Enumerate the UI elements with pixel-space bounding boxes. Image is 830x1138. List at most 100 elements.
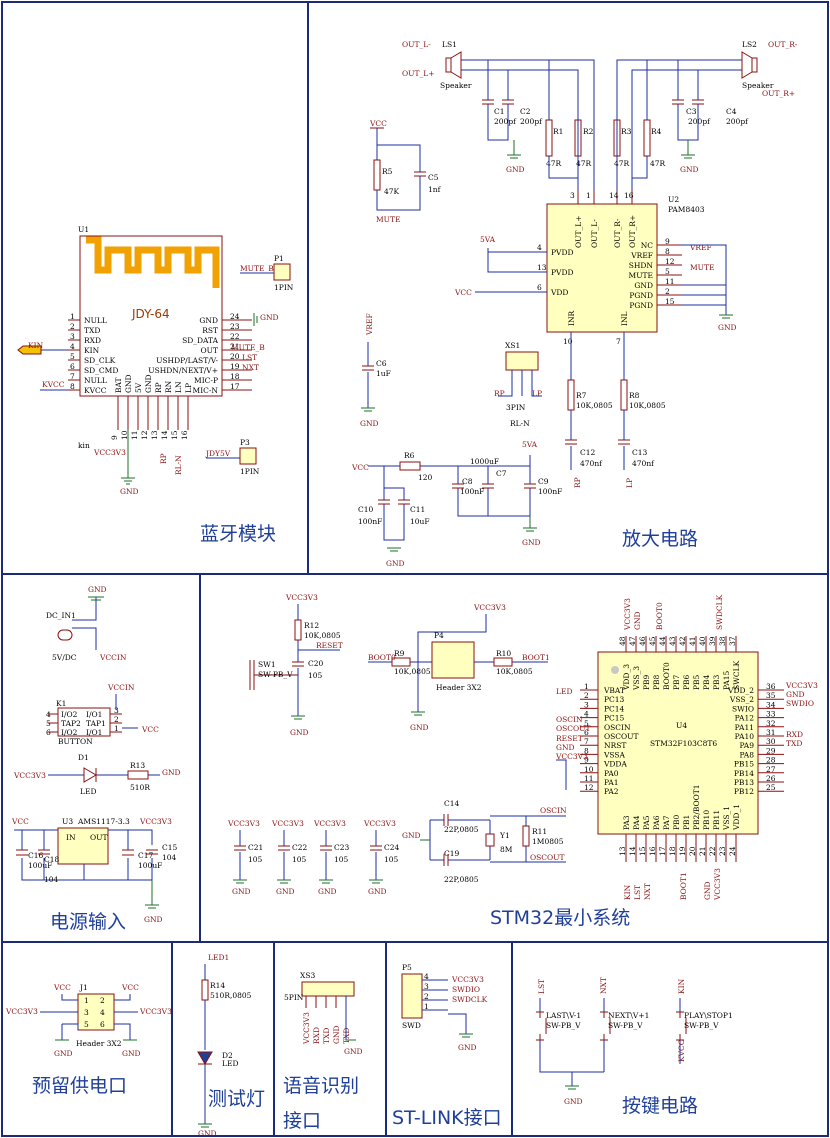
- p1-net-label: MUTE_B: [240, 264, 274, 273]
- c19-val: 22P,0805: [444, 875, 479, 884]
- r7-ref: R7: [576, 391, 587, 400]
- u1-bottom-pin-num: 14: [160, 430, 169, 440]
- gnd-keys: GND: [564, 1097, 583, 1106]
- gnd-xtal: GND: [402, 831, 421, 840]
- decap-vcc3v3: VCC3V3: [313, 819, 346, 828]
- title-voice-line1: 语音识别: [283, 1075, 359, 1097]
- u4-right-net: GND: [786, 690, 805, 699]
- stm32-circuit: VCC3V3 R12 10K,0805 RESET SW1 SW-PB_V C2…: [227, 593, 818, 901]
- u1-left-pin-num: 7: [70, 372, 75, 381]
- xs1-type: 3PIN: [506, 403, 526, 412]
- gnd-u2: GND: [718, 323, 737, 332]
- u4-bottom-pin-num: 13: [618, 846, 627, 856]
- decap-ref: C23: [334, 843, 350, 852]
- c9-ref: C9: [538, 477, 549, 486]
- u4-left-pin-num: 1: [584, 682, 589, 691]
- bluetooth-module: U1 JDY-64 NULL1TXD2RXD3KIN4SD_CLK5SD_CMD…: [17, 225, 294, 496]
- u4-body: [597, 651, 759, 835]
- vref-net-c6: VREF: [365, 313, 374, 336]
- c8-ref: C8: [462, 477, 473, 486]
- vcc3v3-net-j1-right: VCC3V3: [139, 1007, 172, 1016]
- u1-left-pin-num: 8: [70, 382, 75, 391]
- u4-top-net: VCC3V3: [623, 598, 632, 631]
- p5-ref: P5: [402, 963, 412, 972]
- p3-ref: P3: [240, 438, 250, 447]
- r8-body: [620, 379, 628, 411]
- u1-right-pin-name: SD_DATA: [182, 336, 219, 345]
- u4-right-net: SWDIO: [786, 699, 814, 708]
- decap-val: 105: [248, 855, 263, 864]
- u1-bottom-pin-name: RN: [164, 380, 173, 393]
- d2-val: LED: [222, 1059, 238, 1068]
- j1-pin-num: 4: [100, 1008, 105, 1017]
- test-led-circuit: LED1 R14 510R,0805 D2 LED GND: [197, 953, 252, 1138]
- xs3-ref: XS3: [300, 971, 315, 980]
- u1-right-pin-name: MIC-P: [194, 376, 218, 385]
- vcc-net-filter: VCC: [351, 463, 369, 472]
- u4-bottom-pin-num: 20: [688, 846, 697, 856]
- gnd-c12: GND: [506, 165, 525, 174]
- gnd-c10: GND: [386, 559, 405, 568]
- j1-pin-num: 6: [100, 1020, 105, 1029]
- oscout-net-xtal: OSCOUT: [530, 853, 565, 862]
- k1-right-pin-num: 3: [114, 706, 119, 715]
- r7-val: 10K,0805: [576, 401, 613, 410]
- u1-left-pin-name: SD_CLK: [84, 356, 116, 365]
- u4-left-pin-name: PA0: [604, 769, 619, 778]
- d1-type: LED: [80, 787, 96, 796]
- u3-out: OUT: [90, 833, 107, 842]
- c9-val: 100nF: [538, 487, 562, 496]
- rl-n-net-xs1: RL-N: [510, 419, 530, 428]
- u2-right-pin-num: 12: [665, 257, 675, 266]
- u4-bottom-net: BOOT1: [679, 872, 688, 900]
- gnd-p5: GND: [458, 1043, 477, 1052]
- rp-net-bt: RP: [159, 453, 168, 464]
- u4-top-pin-num: 45: [648, 636, 657, 646]
- r7-body: [567, 379, 575, 411]
- u2-left-pin-num: 4: [537, 243, 542, 252]
- u4-top-pin-name: PB5: [692, 674, 701, 690]
- c12-val: 470nf: [580, 459, 603, 468]
- r3-val: 47R: [614, 159, 630, 168]
- u4-ref: U4: [676, 721, 687, 730]
- u4-pin1-dot: [611, 666, 619, 674]
- u4-bottom-net: LST: [633, 885, 642, 900]
- u4-bottom-pin-num: 14: [628, 846, 637, 856]
- gnd-xs3: GND: [344, 1047, 363, 1056]
- k1-left-pin-name: I/O2: [61, 710, 78, 719]
- u4-bottom-pin-name: PB11: [712, 810, 721, 830]
- kvcc-net-key: KVCC: [677, 1039, 686, 1062]
- u4-left-net: OSCIN: [556, 715, 583, 724]
- u1-left-pin-name: KVCC: [84, 386, 107, 395]
- vcc-net-u2: VCC: [454, 288, 472, 297]
- u3-part: AMS1117-3.3: [77, 817, 130, 826]
- r6-body: [399, 461, 421, 471]
- u4-right-pin-name: VDD_2: [727, 686, 754, 695]
- c5-ref: C5: [428, 173, 439, 182]
- u1-ref: U1: [78, 225, 89, 234]
- c20-ref: C20: [308, 659, 324, 668]
- u1-left-pin-num: 1: [70, 312, 75, 321]
- u1-left-pin-num: 6: [70, 362, 75, 371]
- c7-val: 1000uF: [470, 457, 499, 466]
- 5va-net-u2: 5VA: [480, 235, 496, 244]
- u2-bottom-pin-num: 7: [616, 337, 621, 346]
- u1-right-pin-name: MIC-N: [193, 386, 219, 395]
- sw-last-type: SW-PB_V: [546, 1021, 581, 1030]
- u2-right-pin-name: NC: [641, 241, 654, 250]
- u2-right-pin-num: 2: [665, 287, 670, 296]
- u4-left-pin-num: 11: [584, 774, 594, 783]
- gnd-c34: GND: [680, 165, 699, 174]
- u2-part: PAM8403: [668, 205, 705, 214]
- u4-left-pin-num: 8: [584, 746, 589, 755]
- title-power-input: 电源输入: [50, 911, 126, 933]
- u4-top-pin-name: PB4: [702, 674, 711, 690]
- u4-left-pin-num: 7: [584, 737, 589, 746]
- u4-bottom-pin-name: PA7: [662, 815, 671, 830]
- c11-ref: C11: [410, 505, 425, 514]
- u4-top-pin-num: 37: [728, 636, 737, 646]
- p5-pin-num: 4: [424, 972, 429, 981]
- u2-ref: U2: [668, 195, 679, 204]
- 5va-net-filter: 5VA: [522, 440, 538, 449]
